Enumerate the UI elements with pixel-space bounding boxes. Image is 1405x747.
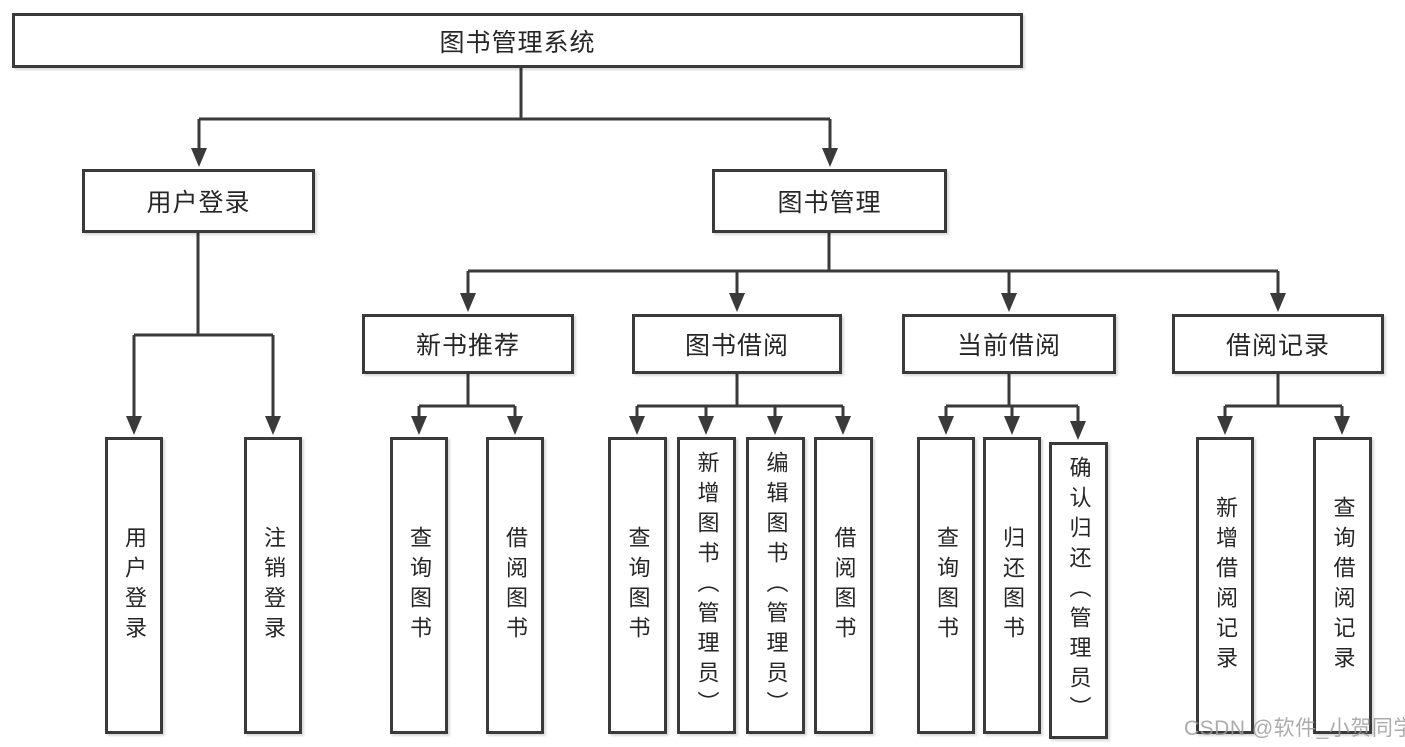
connector-borrow-record-to-leaves bbox=[1217, 373, 1350, 435]
arrowhead-icon bbox=[629, 416, 645, 435]
leaf-borrow-add-book-admin: 新增图书（管理员） bbox=[677, 437, 736, 734]
node-book-borrow: 图书借阅 bbox=[632, 314, 842, 374]
leaf-user-login: 用户登录 bbox=[105, 437, 163, 734]
arrowhead-icon bbox=[126, 416, 142, 435]
arrowhead-icon bbox=[1217, 416, 1233, 435]
node-book-management: 图书管理 bbox=[712, 169, 947, 233]
leaf-newbook-borrow-book: 借阅图书 bbox=[486, 437, 544, 734]
arrowhead-icon bbox=[1070, 421, 1086, 440]
node-new-book-recommend: 新书推荐 bbox=[362, 314, 574, 374]
connector-current-borrow-to-leaves bbox=[938, 373, 1086, 440]
connector-root-to-level2 bbox=[191, 66, 838, 167]
node-borrow-record: 借阅记录 bbox=[1172, 314, 1384, 374]
connector-new-book-to-leaves bbox=[411, 373, 523, 435]
arrowhead-icon bbox=[1270, 293, 1286, 312]
connector-book-mgmt-to-level3 bbox=[460, 232, 1286, 312]
leaf-current-return-book: 归还图书 bbox=[983, 437, 1041, 734]
node-user-login-group: 用户登录 bbox=[82, 169, 315, 233]
node-current-borrow: 当前借阅 bbox=[902, 314, 1116, 374]
arrowhead-icon bbox=[729, 293, 745, 312]
csdn-watermark: CSDN @软件_小贺同学 bbox=[1184, 717, 1405, 740]
arrowhead-icon bbox=[1334, 416, 1350, 435]
connector-book-borrow-to-leaves bbox=[629, 373, 851, 435]
leaf-record-query-borrow-record: 查询借阅记录 bbox=[1313, 437, 1372, 734]
arrowhead-icon bbox=[507, 416, 523, 435]
leaf-borrow-query-book: 查询图书 bbox=[608, 437, 667, 734]
connector-user-login-to-leaves bbox=[126, 232, 281, 435]
arrowhead-icon bbox=[822, 148, 838, 167]
leaf-borrow-borrow-book: 借阅图书 bbox=[814, 437, 873, 734]
arrowhead-icon bbox=[938, 416, 954, 435]
arrowhead-icon bbox=[460, 293, 476, 312]
arrowhead-icon bbox=[265, 416, 281, 435]
arrowhead-icon bbox=[411, 416, 427, 435]
leaf-current-query-book: 查询图书 bbox=[917, 437, 975, 734]
node-root-system: 图书管理系统 bbox=[12, 13, 1023, 68]
leaf-borrow-edit-book-admin: 编辑图书（管理员） bbox=[746, 437, 805, 734]
arrowhead-icon bbox=[1004, 416, 1020, 435]
leaf-logout: 注销登录 bbox=[244, 437, 302, 734]
arrowhead-icon bbox=[698, 416, 714, 435]
arrowhead-icon bbox=[191, 148, 207, 167]
leaf-newbook-query-book: 查询图书 bbox=[390, 437, 448, 734]
leaf-record-add-borrow-record: 新增借阅记录 bbox=[1196, 437, 1254, 734]
arrowhead-icon bbox=[767, 416, 783, 435]
arrowhead-icon bbox=[1001, 293, 1017, 312]
arrowhead-icon bbox=[835, 416, 851, 435]
leaf-current-confirm-return-admin: 确认归还（管理员） bbox=[1049, 442, 1108, 739]
